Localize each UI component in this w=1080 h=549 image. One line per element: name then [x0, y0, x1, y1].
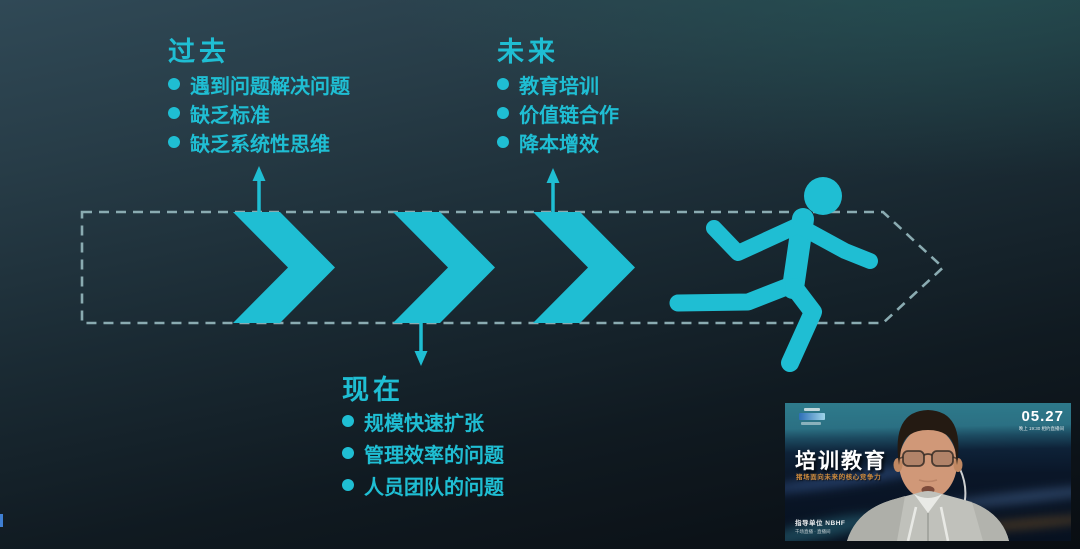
overlay-title: 培训教育 [795, 450, 887, 473]
list-item: 管理效率的问题 [342, 442, 504, 467]
future-list: 教育培训 价值链合作 降本增效 [497, 73, 619, 156]
list-item: 规模快速扩张 [342, 410, 504, 435]
past-title: 过去 [168, 37, 230, 67]
bullet-dot-icon [497, 107, 509, 119]
overlay-organizers: 指导单位 NBHF 千场直播 · 直播间 [795, 520, 846, 534]
bullet-dot-icon [497, 78, 509, 90]
list-item: 降本增效 [497, 131, 619, 156]
up-arrow-icon [546, 168, 560, 212]
bullet-dot-icon [342, 447, 354, 459]
list-item: 教育培训 [497, 73, 619, 98]
chevron-icon [533, 212, 635, 323]
bullet-dot-icon [342, 415, 354, 427]
chevron-icon [393, 212, 495, 323]
overlay-subtitle: 猪场面向未来的核心竞争力 [796, 474, 882, 481]
list-item: 遇到问题解决问题 [168, 73, 350, 98]
edge-artifact [0, 514, 3, 527]
running-man-icon [669, 177, 878, 372]
section-past: 过去 遇到问题解决问题 缺乏标准 缺乏系统性思维 [168, 30, 350, 160]
presenter-video[interactable]: 培训教育 猪场面向未来的核心竞争力 05.27 晚上 19:30 相约直播间 指… [785, 403, 1071, 541]
section-future: 未来 教育培训 价值链合作 降本增效 [497, 30, 619, 160]
future-title: 未来 [497, 37, 559, 67]
present-title: 现在 [342, 375, 404, 405]
list-item: 人员团队的问题 [342, 474, 504, 499]
down-arrow-icon [414, 323, 428, 366]
event-logo [799, 408, 825, 425]
bullet-dot-icon [168, 107, 180, 119]
list-item: 缺乏标准 [168, 102, 350, 127]
present-list: 规模快速扩张 管理效率的问题 人员团队的问题 [342, 410, 504, 499]
presenter-person [847, 410, 1009, 541]
bullet-dot-icon [168, 78, 180, 90]
list-item: 价值链合作 [497, 102, 619, 127]
overlay-date: 05.27 晚上 19:30 相约直播间 [1018, 408, 1064, 431]
bullet-dot-icon [168, 136, 180, 148]
bullet-dot-icon [497, 136, 509, 148]
timeline-banner-outline [80, 210, 945, 325]
up-arrow-icon [252, 166, 266, 212]
section-present: 现在 规模快速扩张 管理效率的问题 人员团队的问题 [342, 368, 504, 506]
past-list: 遇到问题解决问题 缺乏标准 缺乏系统性思维 [168, 73, 350, 156]
list-item: 缺乏系统性思维 [168, 131, 350, 156]
chevron-icon [233, 212, 335, 323]
bullet-dot-icon [342, 479, 354, 491]
